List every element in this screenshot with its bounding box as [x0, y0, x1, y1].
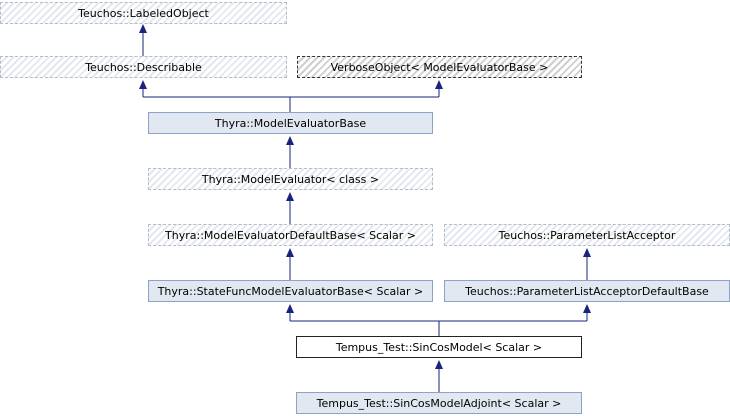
node-teuchos-parameterlistacceptor[interactable]: Teuchos::ParameterListAcceptor — [444, 224, 730, 246]
arrowhead — [286, 192, 294, 201]
arrowhead — [286, 136, 294, 145]
node-tempus-sincosmodel[interactable]: Tempus_Test::SinCosModel< Scalar > — [296, 336, 582, 358]
arrowhead — [583, 304, 591, 313]
node-thyra-statefuncmodelevaluatorbase[interactable]: Thyra::StateFuncModelEvaluatorBase< Scal… — [148, 280, 433, 302]
node-teuchos-labeledobject[interactable]: Teuchos::LabeledObject — [0, 2, 287, 24]
arrowhead — [139, 80, 147, 89]
node-verboseobject[interactable]: VerboseObject< ModelEvaluatorBase > — [297, 56, 582, 78]
arrowhead — [435, 360, 443, 369]
node-teuchos-describable[interactable]: Teuchos::Describable — [0, 56, 287, 78]
arrowhead — [139, 24, 147, 33]
arrowhead — [286, 248, 294, 257]
node-thyra-modelevaluatorbase[interactable]: Thyra::ModelEvaluatorBase — [148, 112, 433, 134]
arrowhead — [583, 248, 591, 257]
node-teuchos-parameterlistacceptordefaultbase[interactable]: Teuchos::ParameterListAcceptorDefaultBas… — [444, 280, 730, 302]
edge-modelevaluatorbase-to-parents — [142, 88, 440, 112]
edge-sincos-to-parents — [289, 312, 588, 336]
arrowhead — [435, 80, 443, 89]
node-tempus-sincosmodeladjoint[interactable]: Tempus_Test::SinCosModelAdjoint< Scalar … — [296, 392, 582, 414]
node-thyra-modelevaluatordefaultbase[interactable]: Thyra::ModelEvaluatorDefaultBase< Scalar… — [148, 224, 433, 246]
arrowhead — [286, 304, 294, 313]
node-thyra-modelevaluator[interactable]: Thyra::ModelEvaluator< class > — [148, 168, 433, 190]
